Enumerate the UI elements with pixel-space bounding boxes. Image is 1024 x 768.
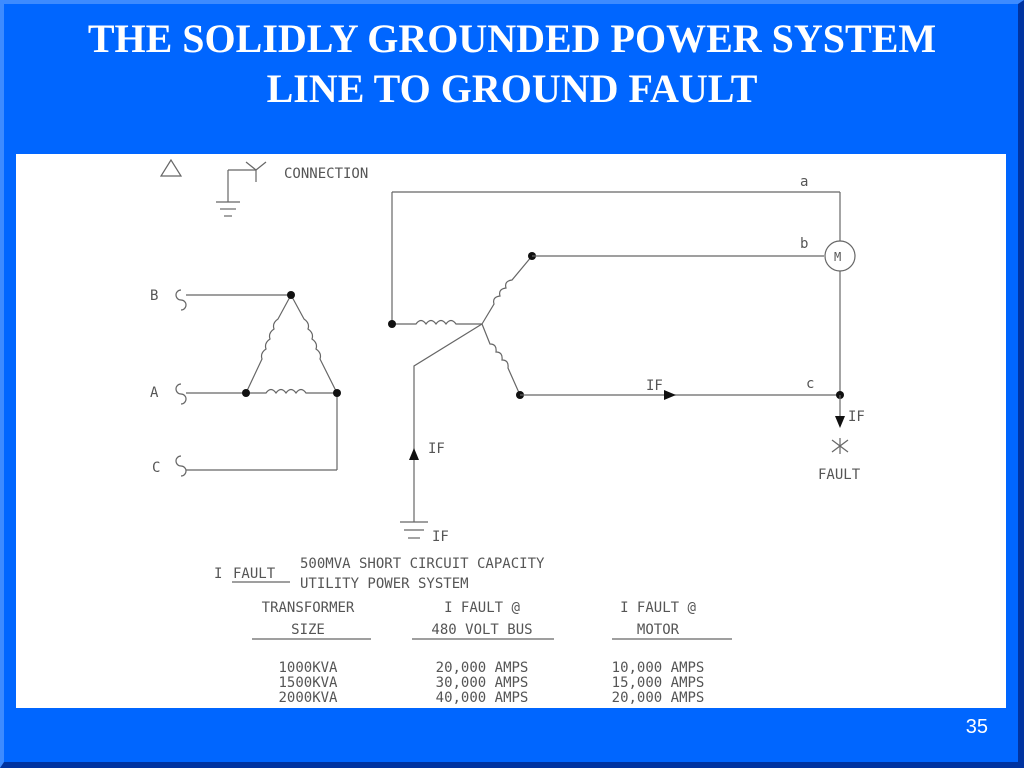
motor-label: M xyxy=(834,250,841,264)
line-label-c: c xyxy=(806,376,814,392)
terminal-c-icon xyxy=(175,455,187,477)
row-3-size: 2000KVA xyxy=(278,690,338,706)
fault-label: FAULT xyxy=(818,467,861,483)
header-1-line-2: SIZE xyxy=(291,622,325,638)
phase-label-a: A xyxy=(150,385,159,401)
wye-grounded-symbol-icon xyxy=(216,161,267,217)
header-3-line-2: MOTOR xyxy=(637,622,680,638)
terminal-b-icon xyxy=(175,289,187,311)
header-3-line-1: I FAULT @ xyxy=(620,600,696,616)
neutral-current-label: IF xyxy=(428,441,445,457)
line-label-b: b xyxy=(800,236,808,252)
primary-delta-winding: B A C xyxy=(150,288,341,477)
neutral-current-arrow-icon xyxy=(409,448,419,460)
ifault-underlined: FAULT xyxy=(233,566,276,582)
row-2-motor: 15,000 AMPS xyxy=(612,675,705,691)
line-current-label: IF xyxy=(646,378,663,394)
capacity-line-1: 500MVA SHORT CIRCUIT CAPACITY xyxy=(300,556,545,572)
wiring-diagram: CONNECTION B A C xyxy=(150,158,865,706)
fault-current-label: IF xyxy=(848,409,865,425)
motor-icon xyxy=(824,240,856,272)
slide-title: THE SOLIDLY GROUNDED POWER SYSTEM LINE T… xyxy=(0,14,1024,114)
header-1-line-1: TRANSFORMER xyxy=(262,600,355,616)
title-line-1: THE SOLIDLY GROUNDED POWER SYSTEM xyxy=(87,16,937,61)
row-3-bus: 40,000 AMPS xyxy=(436,690,529,706)
fault-current-table: I FAULT 500MVA SHORT CIRCUIT CAPACITY UT… xyxy=(214,556,732,706)
title-line-2: LINE TO GROUND FAULT xyxy=(266,66,758,111)
row-1-bus: 20,000 AMPS xyxy=(436,660,529,676)
phase-label-c: C xyxy=(152,460,160,476)
row-1-size: 1000KVA xyxy=(278,660,338,676)
row-3-motor: 20,000 AMPS xyxy=(612,690,705,706)
secondary-wye-winding: M xyxy=(388,191,856,539)
line-current-arrow-icon xyxy=(664,390,676,400)
ifault-prefix: I xyxy=(214,566,222,582)
delta-symbol-icon xyxy=(159,158,183,177)
line-label-a: a xyxy=(800,174,808,190)
terminal-a-icon xyxy=(175,383,187,405)
row-1-motor: 10,000 AMPS xyxy=(612,660,705,676)
row-2-size: 1500KVA xyxy=(278,675,338,691)
fault-current-arrow-icon xyxy=(835,416,845,428)
capacity-line-2: UTILITY POWER SYSTEM xyxy=(300,576,469,592)
row-2-bus: 30,000 AMPS xyxy=(436,675,529,691)
page-number: 35 xyxy=(965,716,988,738)
diagram-panel: CONNECTION B A C xyxy=(16,154,1006,708)
fault-symbol-icon xyxy=(831,438,849,454)
phase-label-b: B xyxy=(150,288,158,304)
header-2-line-1: I FAULT @ xyxy=(444,600,520,616)
connection-label: CONNECTION xyxy=(284,166,368,182)
header-2-line-2: 480 VOLT BUS xyxy=(431,622,532,638)
ground-current-label: IF xyxy=(432,529,449,545)
